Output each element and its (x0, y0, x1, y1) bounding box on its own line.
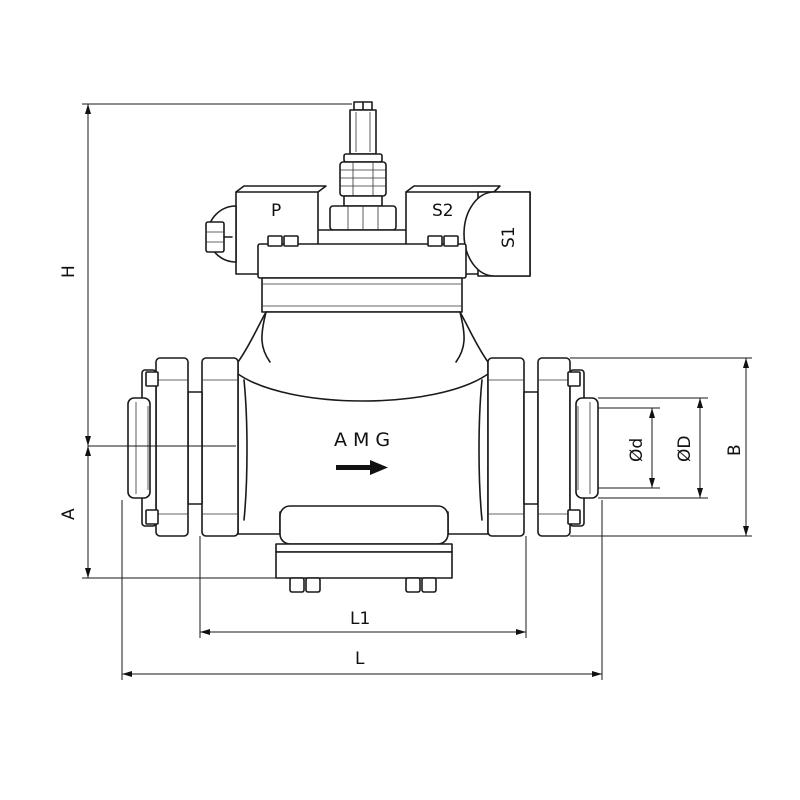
right-flange-assembly (487, 357, 599, 537)
sensor-block-s1: S1 (463, 191, 531, 277)
valve-body: AMG (237, 311, 489, 535)
bonnet (257, 235, 467, 313)
dim-bore-large-label: ØD (675, 436, 695, 462)
bottom-cap (275, 505, 453, 593)
dimension-h: H (59, 103, 352, 447)
dimension-a: A (59, 446, 276, 579)
brand-mark: AMG (334, 429, 396, 451)
pilot-side-plug (205, 205, 237, 263)
left-flange-assembly (127, 357, 239, 537)
dim-h-label: H (59, 265, 79, 278)
pilot-port-label: P (271, 201, 281, 221)
dim-l1-label: L1 (350, 609, 370, 629)
sensor-port-s1-label: S1 (499, 226, 519, 248)
dimension-bore-large: ØD (598, 397, 708, 499)
adjusting-stem (311, 101, 415, 249)
dim-l-label: L (355, 649, 365, 669)
sensor-port-s2-label: S2 (432, 201, 454, 221)
dimension-bore-small: Ød (598, 407, 660, 489)
dimension-l: L (121, 500, 603, 680)
dim-b-label: B (725, 444, 745, 456)
dim-bore-small-label: Ød (627, 438, 647, 462)
dimension-b: B (570, 357, 752, 537)
dim-a-label: A (59, 508, 79, 520)
flow-direction-arrow (336, 460, 388, 475)
dimension-l1: L1 (199, 536, 527, 638)
